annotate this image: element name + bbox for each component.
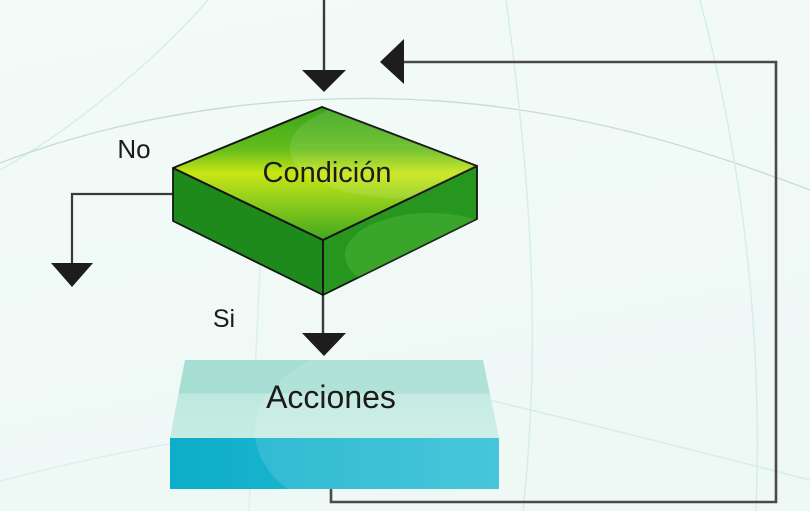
background-arc [505, 0, 534, 511]
no-branch-line [70, 192, 174, 263]
actions-sheen [255, 360, 499, 489]
loop-line [329, 60, 778, 504]
background-arc [699, 0, 759, 511]
actions-top-face [170, 360, 499, 438]
no-branch-label: No [117, 134, 150, 164]
yes-branch-arrow [302, 295, 346, 356]
actions-label: Acciones [266, 379, 396, 415]
arrow-left-head-icon [380, 39, 404, 84]
yes-branch-label: Si [213, 305, 235, 333]
arrow-down-head-icon [51, 263, 93, 287]
arrow-down-head-icon [302, 70, 346, 92]
entry-arrow [302, 0, 346, 92]
background-arc [0, 97, 810, 191]
loop-back-connector [329, 39, 778, 504]
condition-top-face [172, 106, 478, 241]
condition-label: Condición [263, 157, 392, 189]
actions-node: Acciones [170, 360, 499, 489]
arrow-down-head-icon [302, 333, 346, 356]
actions-front-face [170, 438, 499, 489]
no-branch-arrow [51, 192, 174, 287]
